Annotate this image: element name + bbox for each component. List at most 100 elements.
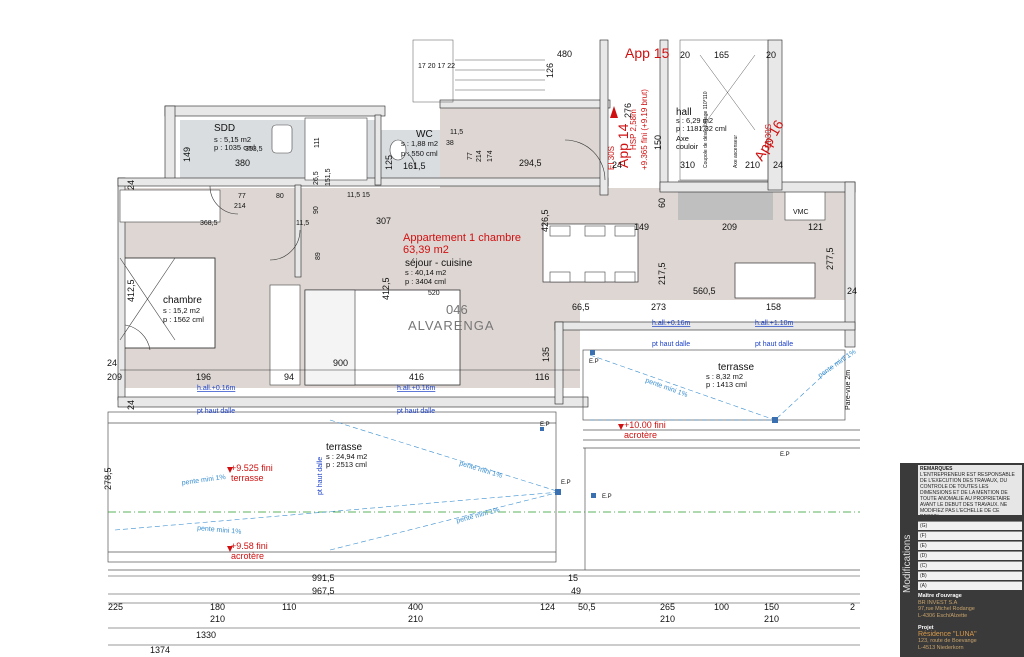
bed [119, 257, 176, 341]
pare-vue-label: Pare-vue 2m [845, 370, 852, 410]
room-sejour-name: séjour - cuisine [405, 258, 473, 269]
dim-967: 967,5 [312, 586, 335, 596]
dim-149a: 149 [182, 147, 192, 162]
room-wc-surface: s : 1,88 m2 [401, 139, 438, 148]
apartment-number: 046 [446, 302, 468, 317]
dim-26a: 26,5 [313, 171, 320, 185]
dim-66: 66,5 [572, 302, 590, 312]
room-wc-name: WC [416, 129, 433, 140]
revision-row: (D) [918, 551, 1022, 560]
dim-38: 38 [446, 140, 454, 147]
dim-209b: 209 [107, 372, 122, 382]
neighbor-app14: App 14 [615, 123, 631, 168]
stairs [412, 39, 769, 181]
pente-label-2: pente mini 1% [458, 460, 502, 480]
pente-label-1: pente mini 1% [181, 474, 226, 487]
pt-haut-dalle-3: pt haut dalle [652, 341, 690, 348]
owner-line: 97,rue Michel Rodange [918, 606, 975, 612]
room-sejour-perimeter: p : 3404 cml [405, 277, 446, 286]
room-sdd-perimeter: p : 1035 cml [214, 143, 255, 152]
slope-lines [114, 354, 846, 551]
dim-294: 294,5 [519, 158, 542, 168]
room-hall-corridor: couloir [676, 142, 699, 151]
dim-307: 307 [376, 216, 391, 226]
dim-400: 400 [408, 602, 423, 612]
dim-11: 11,5 [450, 129, 463, 136]
pt-haut-dalle-1: pt haut dalle [197, 408, 235, 415]
dim-150: 150 [653, 135, 663, 150]
room-hall-axe-asc: Axe ascenseur [733, 135, 739, 168]
room-terrasse-left-perimeter: p : 2513 cml [326, 460, 367, 469]
h-all-4: h.all.+1.10m [755, 320, 793, 327]
dim-1330: 1330 [196, 630, 216, 640]
dim-217: 217,5 [657, 262, 667, 285]
pente-label-5: pente mini 1% [644, 377, 688, 399]
dim-412b: 412,5 [381, 277, 391, 300]
dim-89: 89 [315, 252, 322, 260]
dim-20b: 20 [766, 50, 776, 60]
revision-row: (A) [918, 581, 1022, 590]
ep-label-5: E.P [561, 480, 571, 486]
dim-210b: 210 [408, 614, 423, 624]
owner-label: Maître d'ouvrage [918, 593, 962, 599]
neighbor-app15: App 15 [625, 45, 670, 61]
dim-125: 125 [384, 155, 394, 170]
dim-49: 49 [571, 586, 581, 596]
room-hall-coupole: Coupole de désenfumage 110*110 [703, 91, 709, 168]
dim-110: 110 [282, 602, 296, 612]
pt-haut-dalle-4: pt haut dalle [755, 341, 793, 348]
room-terrasse-left-surface: s : 24,94 m2 [326, 452, 367, 461]
dim-24f: 24 [126, 400, 136, 410]
dim-380: 380 [235, 158, 250, 168]
fixtures [271, 117, 636, 283]
plan-labels: App 15 App 14 App 16 EI 30S EI 30S HSP 2… [163, 45, 857, 561]
dim-277: 277,5 [825, 247, 835, 270]
pt-haut-dalle-2: pt haut dalle [397, 408, 435, 415]
ep-label-3: E.P [602, 494, 612, 500]
vmc-label: VMC [793, 209, 809, 216]
pt-haut-dalle-vertical: pt haut dalle [317, 457, 324, 495]
dim-214b: 214 [234, 203, 246, 210]
owner-line: L-4306 Esch/Alzette [918, 612, 968, 619]
h-all-1: h.all.+0.16m [197, 385, 235, 392]
dim-520: 520 [428, 290, 440, 297]
dim-196: 196 [196, 372, 211, 382]
dim-24e: 24 [126, 180, 136, 190]
ep-label-1: E.P [589, 359, 599, 365]
dim-121: 121 [808, 222, 823, 232]
dim-11b: 11,5 15 [347, 192, 370, 199]
dim-24d: 24 [107, 358, 117, 368]
revision-row: (F) [918, 531, 1022, 540]
ep-label-4: E.P [780, 452, 790, 458]
dim-161: 161,5 [403, 161, 426, 171]
dim-94: 94 [284, 372, 294, 382]
dim-111: 111 [314, 137, 321, 148]
dim-210a: 210 [210, 614, 225, 624]
level-terrasse-label: terrasse [231, 473, 264, 483]
dim-353: 353,5 [245, 146, 263, 153]
dim-174: 174 [487, 150, 494, 162]
dim-149b: 149 [634, 222, 649, 232]
revision-row: (E) [918, 541, 1022, 550]
room-terrasse-right-perimeter: p : 1413 cml [706, 380, 747, 389]
dim-20: 20 [680, 50, 690, 60]
level-terrasse-value: +9.525 fini [231, 463, 273, 473]
pente-label-4: pente mini 1% [197, 525, 242, 536]
room-chambre-surface: s : 15,2 m2 [163, 306, 200, 315]
ep-points [540, 350, 778, 498]
room-hall-name: hall [676, 107, 692, 118]
dim-15: 15 [568, 573, 578, 583]
walls [117, 39, 856, 408]
revision-row: (C) [918, 561, 1022, 570]
dim-17: 17 20 17 22 [418, 63, 455, 70]
project-label: Projet [918, 625, 934, 631]
dim-165: 165 [714, 50, 729, 60]
level-acrotere-left-label: acrotère [231, 551, 264, 561]
dim-80: 80 [276, 193, 284, 200]
exterior-dimensions: 991,5 15 967,5 49 225 180 110 400 124 50… [108, 573, 855, 655]
remarks-title: REMARQUES [920, 466, 953, 472]
revision-row: (G) [918, 521, 1022, 530]
dim-77a: 77 [467, 152, 474, 160]
project-name: Résidence "LUNA" [918, 630, 977, 638]
project-line: 123, route de Boevange [918, 638, 977, 644]
